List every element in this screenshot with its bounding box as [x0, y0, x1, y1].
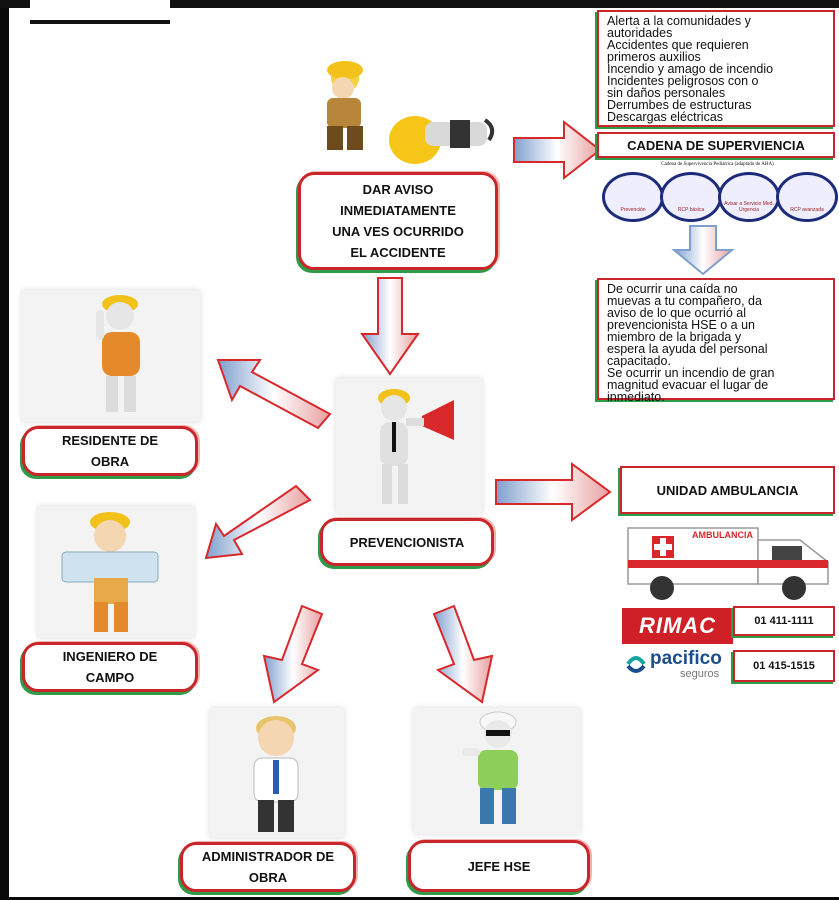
survival-chain-image: Cadena de Supervivencia Pediátrica (adap…: [600, 162, 838, 222]
alert-list-box: Alerta a la comunidades y autoridades Ac…: [597, 10, 835, 127]
arrow-to-jefe-hse: [432, 604, 494, 704]
arrow-down-cadena: [671, 225, 735, 276]
ambulancia-header: UNIDAD AMBULANCIA: [620, 466, 835, 514]
ingeniero-image: [38, 506, 194, 638]
arrow-to-residente: [216, 359, 332, 430]
pacifico-emblem-icon: [626, 656, 646, 673]
chain-step-1-label: Prevención: [620, 207, 646, 213]
chain-step-4-label: RCP avanzada: [790, 207, 824, 213]
pacifico-sub: seguros: [680, 668, 720, 680]
top-cap: [30, 0, 170, 24]
instructions-box: De ocurrir una caída no muevas a tu comp…: [597, 278, 835, 403]
chain-step-3-label: Avisar a Servicio Med. Urgencia: [724, 201, 774, 213]
residente-box: RESIDENTE DE OBRA: [22, 426, 198, 476]
chain-step-2: RCP básica: [660, 172, 722, 222]
prevencionista-box: PREVENCIONISTA: [320, 518, 494, 566]
chain-step-2-label: RCP básica: [677, 207, 705, 213]
chain-step-3: Avisar a Servicio Med. Urgencia: [718, 172, 780, 222]
top-border: [0, 0, 839, 8]
cadena-header: CADENA DE SUPERVIENCIA: [597, 132, 835, 158]
arrow-to-cadena: [513, 119, 602, 181]
rimac-logo: RIMAC: [622, 608, 733, 644]
fallen-worker-image: [305, 50, 500, 168]
jefe-hse-image: [414, 708, 580, 834]
chain-step-4: RCP avanzada: [776, 172, 838, 222]
arrow-to-ingeniero: [204, 484, 312, 560]
chain-step-1: Prevención: [602, 172, 664, 222]
administrador-image: [210, 708, 344, 838]
ingeniero-box: INGENIERO DE CAMPO: [22, 642, 198, 692]
arrow-to-administrador: [262, 604, 324, 704]
dar-aviso-box: DAR AVISO INMEDIATAMENTE UNA VES OCURRID…: [298, 172, 498, 270]
ambulance-label: AMBULANCIA: [692, 530, 753, 540]
chain-title: Cadena de Supervivencia Pediátrica (adap…: [661, 162, 774, 167]
arrow-down-prevencionista: [360, 277, 420, 376]
rimac-phone: 01 411-1111: [733, 606, 835, 636]
residente-image: [22, 290, 200, 422]
ambulance-image: AMBULANCIA: [622, 518, 836, 604]
pacifico-name: pacifico: [650, 648, 722, 669]
jefe-hse-box: JEFE HSE: [408, 840, 590, 892]
arrow-to-ambulancia: [495, 462, 612, 522]
pacifico-phone: 01 415-1515: [733, 650, 835, 682]
prevencionista-image: [336, 378, 482, 514]
administrador-box: ADMINISTRADOR DE OBRA: [180, 842, 356, 892]
pacifico-logo: pacifico seguros: [622, 646, 733, 684]
